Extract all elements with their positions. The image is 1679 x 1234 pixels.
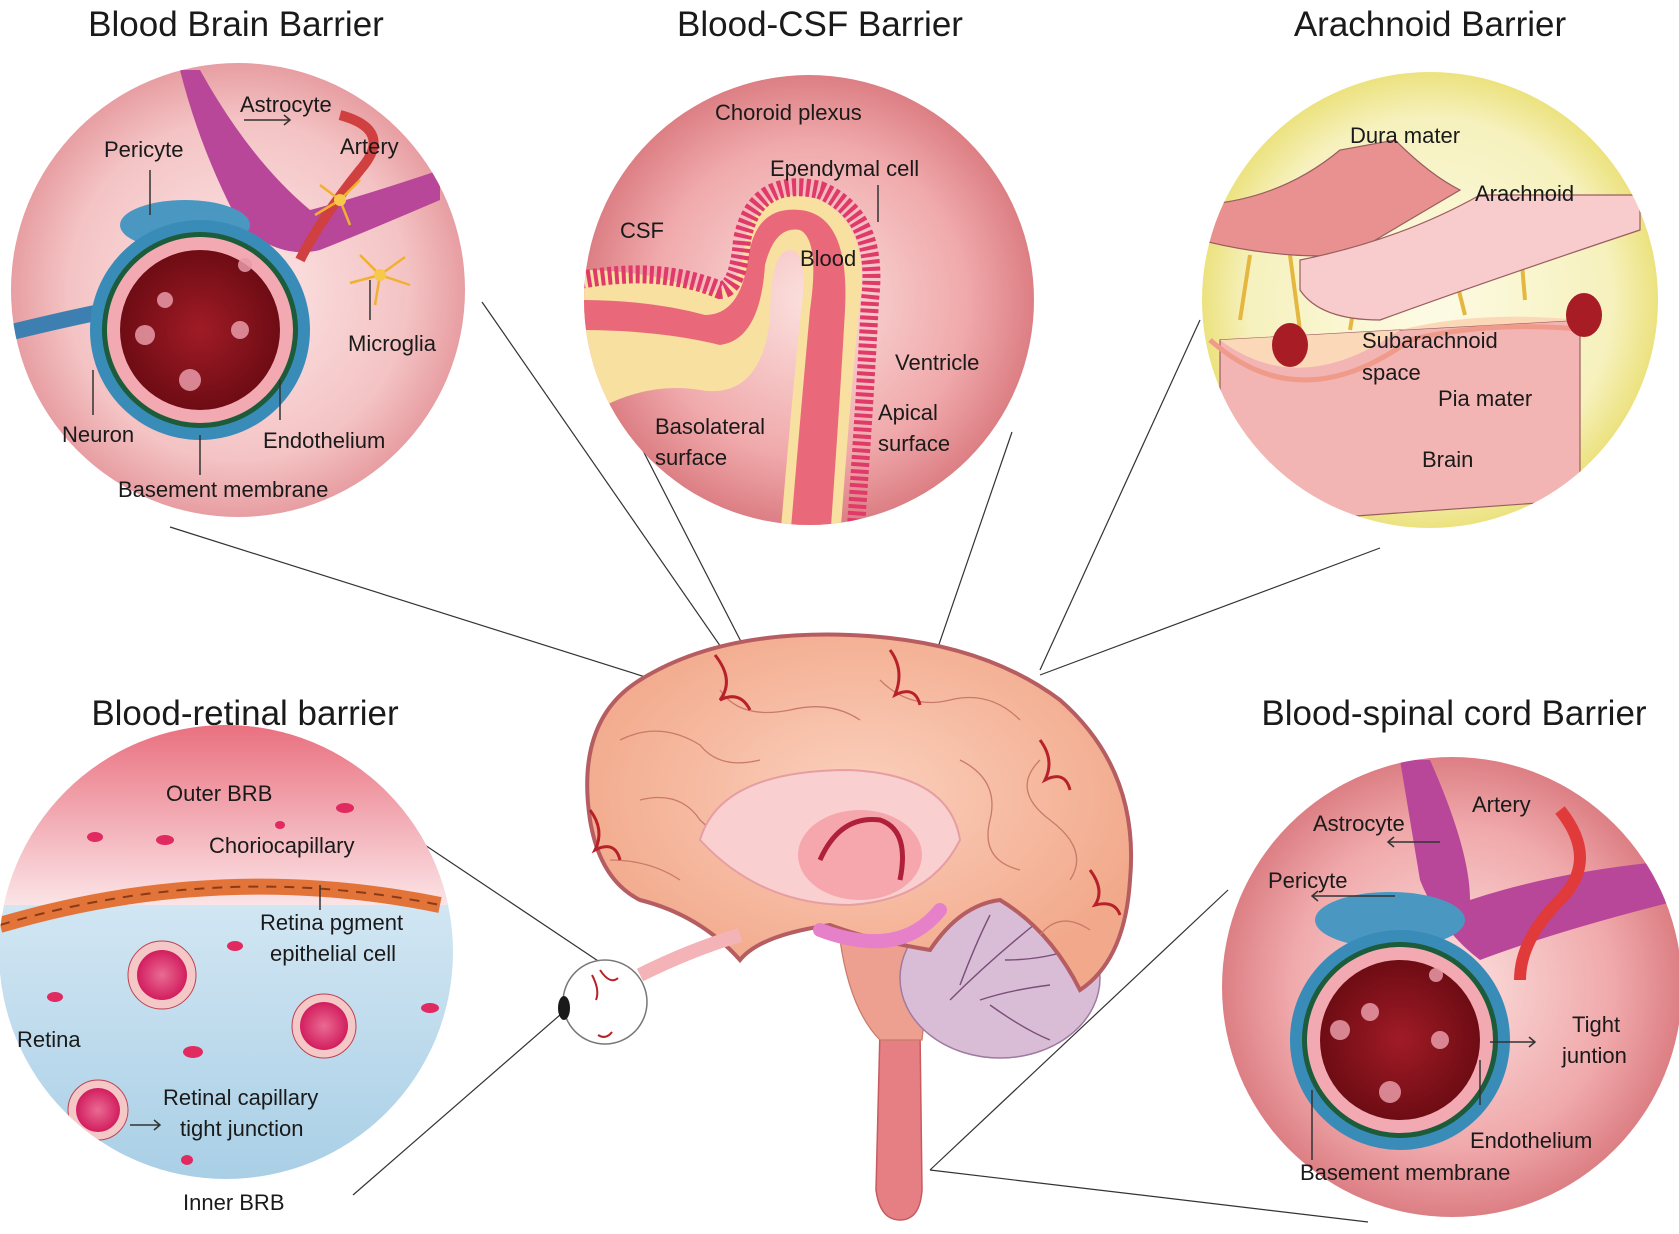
spinal-artery [1514, 806, 1586, 981]
arachnoid-pia-mater [1208, 324, 1591, 383]
spinal-astrocyte-process [1400, 760, 1679, 960]
arachnoid-panel: Dura mater Arachnoid Subarachnoid space … [1202, 72, 1658, 528]
title-blood-csf-barrier: Blood-CSF Barrier [677, 5, 963, 44]
retinal-label-outer-brb: Outer BRB [166, 781, 272, 806]
arachnoid-label-dura-mater: Dura mater [1350, 123, 1460, 148]
arachnoid-label-subarachnoid-1: Subarachnoid [1362, 328, 1498, 353]
spinal-label-astrocyte: Astrocyte [1313, 811, 1405, 836]
bbb-panel: Astrocyte Pericyte Artery Microglia Neur… [11, 63, 465, 517]
bbb-label-microglia: Microglia [348, 331, 437, 356]
thalamus [798, 810, 922, 900]
retinal-label-rpe-1: Retina pgment [260, 910, 403, 935]
bcsf-blood-vessel [584, 209, 846, 525]
bbb-microglia [314, 179, 411, 306]
spinal-label-tight-1: Tight [1572, 1012, 1620, 1037]
title-blood-brain-barrier: Blood Brain Barrier [88, 5, 384, 44]
spinal-label-endothelium: Endothelium [1470, 1128, 1592, 1153]
eye [562, 959, 648, 1045]
arachnoid-vessel-left [1272, 323, 1308, 367]
bbb-artery [295, 110, 379, 263]
retinal-label-rpe-2: epithelial cell [270, 941, 396, 966]
optic-nerve [636, 928, 743, 982]
arachnoid-label-pia-mater: Pia mater [1438, 386, 1532, 411]
arachnoid-dura-layer [1202, 139, 1462, 257]
bcsf-label-choroid-plexus: Choroid plexus [715, 100, 862, 125]
titles: Blood Brain Barrier Blood-CSF Barrier Ar… [88, 5, 1647, 733]
connector-lines [169, 301, 1381, 1223]
bcsf-label-apical-1: Apical [878, 400, 938, 425]
spinal-lumen [1320, 960, 1480, 1120]
arachnoid-arachnoid-layer [1299, 194, 1641, 321]
retinal-panel: Outer BRB Choriocapillary Retina pgment … [0, 725, 453, 1215]
arachnoid-label-arachnoid: Arachnoid [1475, 181, 1574, 206]
bcsf-label-csf: CSF [620, 218, 664, 243]
bbb-label-neuron: Neuron [62, 422, 134, 447]
spinal-label-pericyte: Pericyte [1268, 868, 1347, 893]
arachnoid-vessel-right [1566, 293, 1602, 337]
bbb-astrocyte-process [180, 70, 440, 253]
bcsf-label-basolateral-2: surface [655, 445, 727, 470]
spinal-panel: Astrocyte Artery Pericyte Tight juntion … [1222, 757, 1679, 1217]
retinal-label-capillary-1: Retinal capillary [163, 1085, 318, 1110]
retinal-outer-region [0, 725, 453, 905]
bcsf-label-blood: Blood [800, 246, 856, 271]
bcsf-label-ependymal-cell: Ependymal cell [770, 156, 919, 181]
title-arachnoid-barrier: Arachnoid Barrier [1294, 5, 1567, 44]
bbb-lumen [120, 250, 280, 410]
brain-sagittal [558, 632, 1134, 1221]
title-blood-spinal-cord-barrier: Blood-spinal cord Barrier [1261, 694, 1647, 733]
retinal-label-capillary-2: tight junction [180, 1116, 304, 1141]
retinal-capillaries [67, 940, 357, 1141]
retinal-label-inner-brb: Inner BRB [183, 1190, 285, 1215]
bcsf-label-basolateral-1: Basolateral [655, 414, 765, 439]
spinal-cord [875, 1029, 923, 1221]
bbb-label-artery: Artery [340, 134, 399, 159]
spinal-label-artery: Artery [1472, 792, 1531, 817]
bcsf-label-ventricle: Ventricle [895, 350, 979, 375]
bbb-label-astrocyte: Astrocyte [240, 92, 332, 117]
bbb-label-pericyte: Pericyte [104, 137, 183, 162]
spinal-label-tight-2: juntion [1561, 1043, 1627, 1068]
spinal-label-basement-membrane: Basement membrane [1300, 1160, 1510, 1185]
bcsf-panel: Choroid plexus Ependymal cell CSF Blood … [584, 75, 1034, 525]
choroid-plexus-arc [817, 817, 905, 881]
arachnoid-label-subarachnoid-2: space [1362, 360, 1421, 385]
retinal-label-retina: Retina [17, 1027, 81, 1052]
bcsf-label-apical-2: surface [878, 431, 950, 456]
arachnoid-label-brain: Brain [1422, 447, 1473, 472]
retinal-label-choriocapillary: Choriocapillary [209, 833, 355, 858]
bbb-label-endothelium: Endothelium [263, 428, 385, 453]
pupil [558, 996, 570, 1020]
bbb-label-basement-membrane: Basement membrane [118, 477, 328, 502]
